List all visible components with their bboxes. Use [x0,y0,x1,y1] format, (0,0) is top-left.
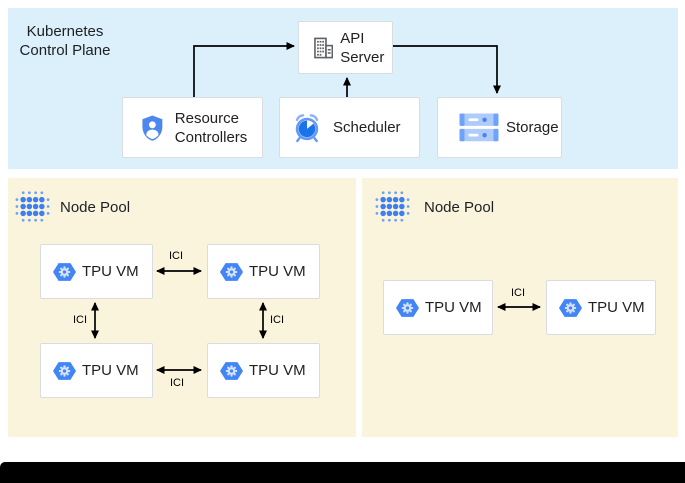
node-pool-panel-0: Node Pool TPU VM [8,178,356,437]
ici-label: ICI [169,377,185,389]
ici-label: ICI [510,287,526,299]
node-pool-1-label: Node Pool [424,199,495,216]
control-plane-label: Kubernetes Control Plane [19,23,111,59]
tpu-vm-label: TPU VM [249,263,306,280]
dot-grid-icon [15,191,50,222]
tpu-hexagon-icon [53,361,76,380]
tpu-hexagon-icon [220,262,243,281]
storage-label: Storage [506,119,559,136]
ici-label: ICI [269,314,285,326]
bottom-bar [0,462,685,483]
tpu-vm-box: TPU VM [207,343,320,398]
building-icon [314,37,334,58]
tpu-vm-label: TPU VM [82,362,139,379]
tpu-hexagon-icon [559,298,582,317]
resource-controllers-box: Resource Controllers [122,97,263,158]
dot-grid-icon [375,191,410,222]
scheduler-label: Scheduler [333,119,401,136]
tpu-vm-label: TPU VM [82,263,139,280]
ici-label: ICI [168,250,184,262]
tpu-vm-box: TPU VM [383,280,493,335]
node-pool-panel-1: Node Pool TPU VM [362,178,678,437]
tpu-vm-box: TPU VM [40,343,153,398]
api-server-label: API Server [340,29,385,66]
shield-user-icon [142,114,163,141]
resource-controllers-label: Resource Controllers [174,109,248,146]
tpu-vm-box: TPU VM [40,244,153,299]
tpu-vm-label: TPU VM [425,299,482,316]
api-server-box: API Server [298,21,393,74]
tpu-vm-label: TPU VM [249,362,306,379]
tpu-vm-box: TPU VM [207,244,320,299]
tpu-hexagon-icon [396,298,419,317]
tpu-hexagon-icon [220,361,243,380]
tpu-vm-label: TPU VM [588,299,645,316]
node-pool-0-label: Node Pool [60,199,131,216]
control-plane-panel: Kubernetes Control Plane API Server [8,8,678,169]
tpu-vm-box: TPU VM [546,280,656,335]
alarm-clock-icon [295,114,319,143]
tpu-hexagon-icon [53,262,76,281]
ici-label: ICI [72,314,88,326]
disk-stack-icon [459,113,499,142]
storage-box: Storage [437,97,562,158]
scheduler-box: Scheduler [279,97,420,158]
